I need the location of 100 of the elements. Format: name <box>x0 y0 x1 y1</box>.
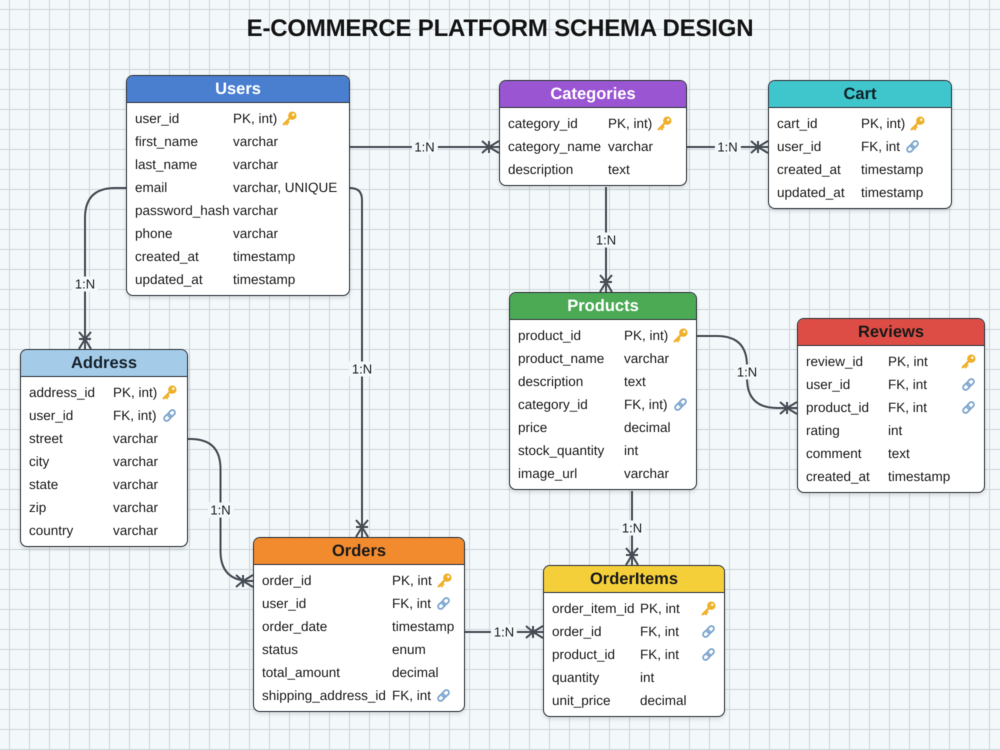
column-type: int <box>624 443 638 458</box>
column-name: created_at <box>777 162 842 177</box>
column-name: last_name <box>135 157 198 172</box>
column-name: quantity <box>552 670 600 685</box>
column-type: PK, int <box>640 601 681 616</box>
cardinality-label: 1:N <box>618 520 646 536</box>
column-type: FK, int <box>392 596 432 611</box>
column-type: varchar <box>624 466 670 481</box>
column-type: varchar, UNIQUE <box>233 180 338 195</box>
entity-table <box>253 537 465 712</box>
column-name: category_id <box>518 397 589 412</box>
column-type: text <box>608 162 630 177</box>
column-type: PK, int <box>888 354 929 369</box>
column-type: varchar <box>233 134 278 149</box>
table-header: Users <box>127 76 349 103</box>
column-name: phone <box>135 226 174 241</box>
column-type: PK, int) <box>233 111 278 126</box>
column-name: unit_price <box>552 693 612 708</box>
column-type: FK, int <box>640 647 680 662</box>
column-name: country <box>29 523 74 538</box>
column-name: review_id <box>806 354 864 369</box>
column-name: updated_at <box>135 272 204 287</box>
cardinality-label: 1:N <box>348 361 376 376</box>
column-type: varchar <box>233 203 278 218</box>
column-type: PK, int) <box>608 116 652 131</box>
column-type: varchar <box>608 139 654 154</box>
column-name: shipping_address_id <box>262 688 387 703</box>
column-type: FK, int <box>640 624 680 639</box>
column-type: FK, int <box>888 377 928 392</box>
column-type: varchar <box>233 157 278 172</box>
column-type: FK, int) <box>624 397 668 412</box>
cardinality-label: 1:N <box>714 140 741 154</box>
column-type: varchar <box>624 351 670 366</box>
column-type: decimal <box>392 665 439 680</box>
column-type: FK, int <box>861 139 900 154</box>
column-type: text <box>888 446 911 461</box>
entity-table <box>797 318 985 493</box>
column-type: decimal <box>640 693 688 708</box>
column-type: int <box>640 670 656 685</box>
table-header: Orders <box>254 538 464 565</box>
entity-table <box>126 75 350 296</box>
entity-table <box>543 565 725 717</box>
column-name: description <box>518 374 584 389</box>
column-type: decimal <box>624 420 671 435</box>
column-type: FK, int <box>888 400 928 415</box>
column-name: image_url <box>518 466 578 481</box>
column-name: state <box>29 477 60 492</box>
column-type: timestamp <box>392 619 454 634</box>
column-name: rating <box>806 423 841 438</box>
column-name: category_name <box>508 139 602 154</box>
cardinality-label: 1:N <box>72 276 98 291</box>
column-name: total_amount <box>262 665 342 680</box>
column-name: user_id <box>777 139 822 154</box>
column-name: user_id <box>135 111 180 126</box>
column-type: enum <box>392 642 426 657</box>
column-name: cart_id <box>777 116 819 131</box>
column-name: zip <box>29 500 48 515</box>
column-name: email <box>135 180 168 195</box>
column-name: password_hash <box>135 203 231 218</box>
column-name: price <box>518 420 548 435</box>
column-type: FK, int) <box>113 408 157 423</box>
column-type: PK, int) <box>861 116 906 131</box>
column-type: PK, int) <box>624 328 668 343</box>
column-name: status <box>262 642 300 657</box>
column-name: product_id <box>518 328 582 343</box>
column-name: product_id <box>806 400 870 415</box>
column-name: order_id <box>262 573 313 588</box>
column-name: address_id <box>29 385 96 400</box>
column-type: PK, int <box>392 573 432 588</box>
cardinality-label: 1:N <box>411 140 438 154</box>
cardinality-label: 1:N <box>734 364 760 380</box>
column-type: timestamp <box>861 162 924 177</box>
column-type: int <box>888 423 904 438</box>
column-type: varchar <box>113 477 158 492</box>
column-name: stock_quantity <box>518 443 606 458</box>
column-type: timestamp <box>888 469 952 484</box>
diagram-title: E-COMMERCE PLATFORM SCHEMA DESIGN <box>246 14 754 44</box>
table-header: Reviews <box>798 319 984 346</box>
column-name: description <box>508 162 574 177</box>
column-name: user_id <box>29 408 74 423</box>
column-name: product_name <box>518 351 606 366</box>
column-name: street <box>29 431 64 446</box>
column-name: comment <box>806 446 863 461</box>
column-type: timestamp <box>233 249 296 264</box>
table-header: Categories <box>500 81 686 108</box>
entity-table <box>768 80 952 209</box>
column-name: first_name <box>135 134 200 149</box>
column-type: varchar <box>113 454 158 469</box>
column-name: category_id <box>508 116 579 131</box>
column-name: order_date <box>262 619 328 634</box>
table-header: Cart <box>769 81 951 108</box>
cardinality-label: 1:N <box>207 502 234 518</box>
table-header: Products <box>510 293 696 320</box>
column-type: varchar <box>113 431 158 446</box>
column-name: created_at <box>806 469 871 484</box>
column-name: created_at <box>135 249 200 264</box>
column-type: timestamp <box>233 272 296 287</box>
column-name: user_id <box>262 596 308 611</box>
column-name: city <box>29 454 50 469</box>
column-name: updated_at <box>777 185 846 200</box>
